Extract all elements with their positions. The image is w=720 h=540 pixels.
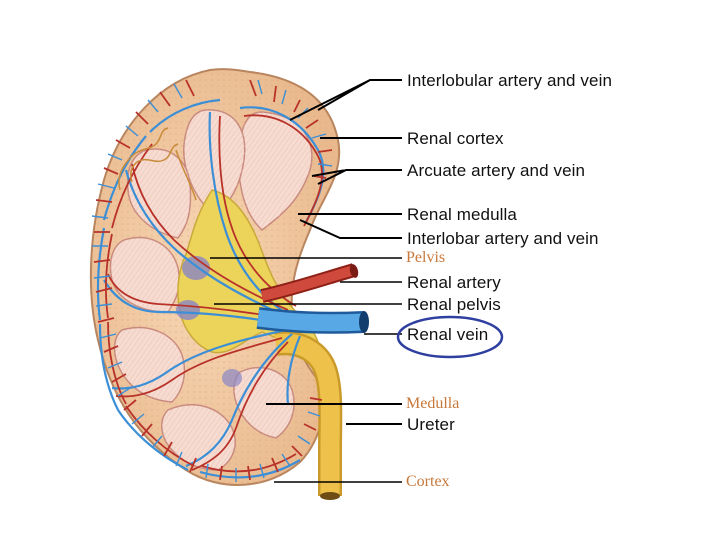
label-interlobular: Interlobular artery and vein <box>407 71 613 90</box>
label-renal-cortex: Renal cortex <box>407 129 504 148</box>
label-interlobar: Interlobar artery and vein <box>407 229 599 248</box>
label-renal-vein: Renal vein <box>407 325 489 344</box>
label-renal-artery: Renal artery <box>407 273 501 292</box>
renal-artery-tube <box>260 263 359 303</box>
label-pelvis: Pelvis <box>406 249 446 266</box>
leader-lines <box>210 79 402 483</box>
label-renal-pelvis: Renal pelvis <box>407 295 501 314</box>
artery-network <box>93 79 333 481</box>
nephron-detail <box>118 127 197 201</box>
label-medulla: Medulla <box>406 395 460 412</box>
label-ureter: Ureter <box>407 415 455 434</box>
highlight-circle <box>396 315 504 359</box>
renal-vein-tube <box>256 307 369 334</box>
label-cortex: Cortex <box>406 473 450 490</box>
label-arcuate: Arcuate artery and vein <box>407 161 586 180</box>
label-renal-medulla: Renal medulla <box>407 205 517 224</box>
